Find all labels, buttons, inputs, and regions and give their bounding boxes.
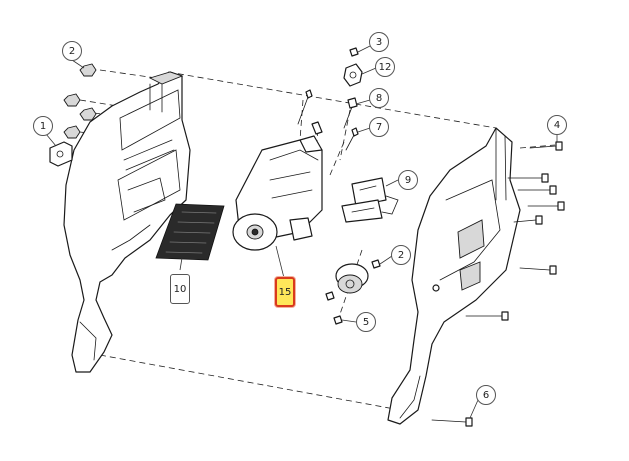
callout-15-motor-highlighted[interactable]: 15 (275, 277, 295, 307)
round-switch (325, 259, 381, 325)
screw-right-4 (527, 201, 565, 211)
screws-right (431, 141, 565, 427)
screw-right-1 (529, 141, 563, 151)
screw-right-2 (507, 173, 549, 183)
callout-3-screw[interactable]: 3 (369, 32, 389, 52)
callout-9-connector[interactable]: 9 (398, 170, 418, 190)
screw-right-6 (519, 265, 557, 275)
callout-2-switch[interactable]: 2 (391, 245, 411, 265)
callout-10-mesh[interactable]: 10 (170, 274, 190, 304)
screw-bottom (431, 417, 473, 427)
callout-leaders (45, 45, 558, 419)
motor-assembly (232, 135, 323, 251)
screw-right-5 (513, 215, 543, 225)
callout-4-screws[interactable]: 4 (547, 115, 567, 135)
callout-2-nuts[interactable]: 2 (62, 41, 82, 61)
screw-right-3 (517, 185, 557, 195)
callout-12-spacer[interactable]: 12 (375, 57, 395, 77)
callout-6-screw[interactable]: 6 (476, 385, 496, 405)
bracket-plate (49, 141, 73, 167)
right-housing (387, 127, 521, 425)
callout-8-bolt[interactable]: 8 (369, 88, 389, 108)
callout-7-screw[interactable]: 7 (369, 117, 389, 137)
screws-top (297, 47, 363, 151)
connector-block (341, 177, 399, 223)
screw-right-7 (465, 311, 509, 321)
hex-nuts-left (63, 63, 97, 139)
mesh-pad (155, 203, 225, 261)
callout-1-bracket[interactable]: 1 (33, 116, 53, 136)
callout-5-screw[interactable]: 5 (356, 312, 376, 332)
left-housing (63, 71, 191, 373)
